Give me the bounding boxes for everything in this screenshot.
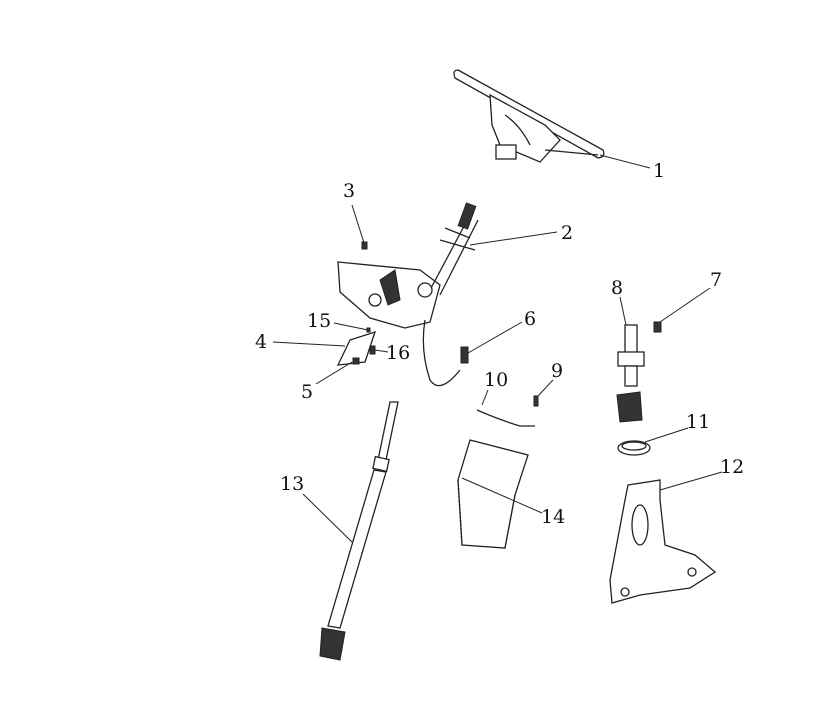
part-13-lower-shaft [319, 401, 399, 661]
part-14-boot [457, 439, 529, 549]
part-1-handlebar [453, 69, 605, 163]
callout-7: 7 [710, 269, 722, 291]
callout-9: 9 [551, 360, 563, 382]
callout-14: 14 [541, 506, 565, 528]
callout-4: 4 [255, 331, 267, 353]
callout-5: 5 [301, 381, 313, 403]
callout-6: 6 [524, 308, 536, 330]
part-5-screw [352, 357, 360, 365]
part-16-clip [369, 345, 376, 355]
callout-16: 16 [386, 342, 410, 364]
part-7-bolt [653, 321, 662, 333]
callout-15: 15 [307, 310, 331, 332]
leader-lines [272, 154, 723, 543]
callout-2: 2 [561, 222, 573, 244]
part-9-pin [533, 395, 539, 407]
callout-11: 11 [686, 411, 710, 433]
part-6-connector [460, 346, 469, 364]
part-11-clamp [617, 440, 651, 456]
part-10-wire [476, 409, 535, 427]
part-8-joint-shaft [616, 324, 645, 423]
callout-12: 12 [720, 456, 744, 478]
callout-1: 1 [653, 160, 665, 182]
callout-10: 10 [484, 369, 508, 391]
part-12-support-bracket [609, 479, 717, 604]
callout-8: 8 [611, 277, 623, 299]
part-3-bolt [361, 241, 368, 250]
part-2-column-frame [337, 202, 479, 387]
callout-3: 3 [343, 180, 355, 202]
callout-13: 13 [280, 473, 304, 495]
